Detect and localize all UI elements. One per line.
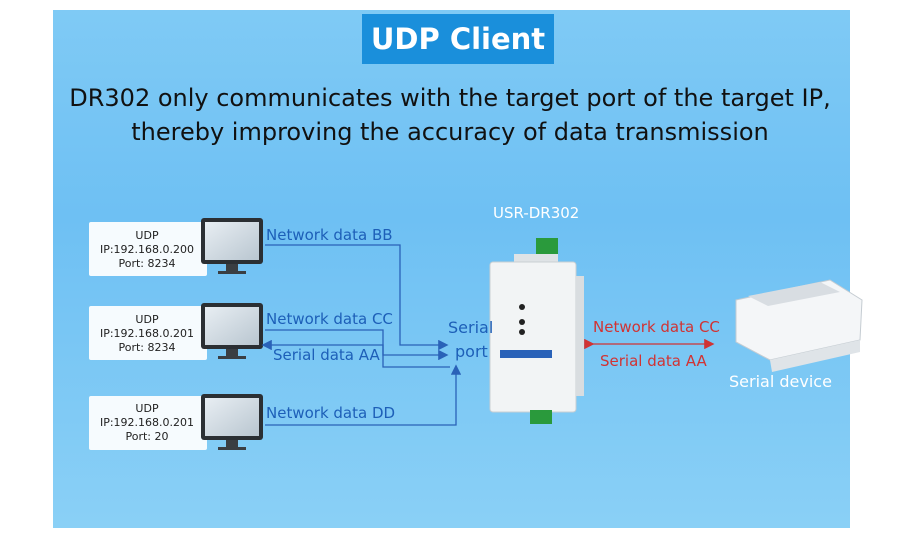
subtitle-line-1: DR302 only communicates with the target …: [69, 84, 831, 112]
flow-label-network-dd: Network data DD: [266, 404, 396, 422]
title-banner: UDP Client: [362, 14, 554, 64]
flow-label-network-bb: Network data BB: [266, 226, 393, 244]
serial-printer-icon: [735, 279, 863, 372]
subtitle-line-2: thereby improving the accuracy of data t…: [131, 118, 769, 146]
client-port: Port: 20: [125, 430, 169, 443]
serial-port-label-2: port: [455, 342, 488, 361]
monitor-icon: [201, 218, 263, 274]
client-ip: IP:192.168.0.201: [99, 327, 195, 340]
serial-port-label-1: Serial: [448, 318, 494, 337]
client-box-3: [89, 396, 207, 450]
monitor-icon: [201, 303, 263, 359]
client-protocol: UDP: [135, 313, 159, 326]
client-box-1: [89, 222, 207, 276]
client-info-2: UDP IP:192.168.0.201 Port: 8234: [92, 313, 202, 355]
serial-link-incoming: Serial data AA: [600, 352, 707, 370]
page-title: UDP Client: [370, 22, 546, 56]
client-info-3: UDP IP:192.168.0.201 Port: 20: [92, 402, 202, 444]
arrow-network-cc: [265, 329, 449, 361]
client-info-1: UDP IP:192.168.0.200 Port: 8234: [92, 229, 202, 271]
serial-link-outgoing: Network data CC: [593, 318, 720, 336]
client-protocol: UDP: [135, 229, 159, 242]
monitor-icon: [201, 394, 263, 450]
serial-device-label: Serial device: [729, 372, 832, 391]
client-port: Port: 8234: [118, 341, 176, 354]
client-port: Port: 8234: [118, 257, 176, 270]
flow-label-serial-aa: Serial data AA: [273, 346, 380, 364]
client-ip: IP:192.168.0.200: [99, 243, 195, 256]
arrow-serial-aa: [261, 339, 450, 368]
flow-label-network-cc: Network data CC: [266, 310, 393, 328]
client-ip: IP:192.168.0.201: [99, 416, 195, 429]
client-box-2: [89, 306, 207, 360]
arrow-network-bb: [265, 244, 449, 351]
arrow-network-dd: [265, 364, 462, 426]
dr302-device-icon: [489, 238, 584, 424]
device-name: USR-DR302: [493, 204, 580, 222]
client-protocol: UDP: [135, 402, 159, 415]
